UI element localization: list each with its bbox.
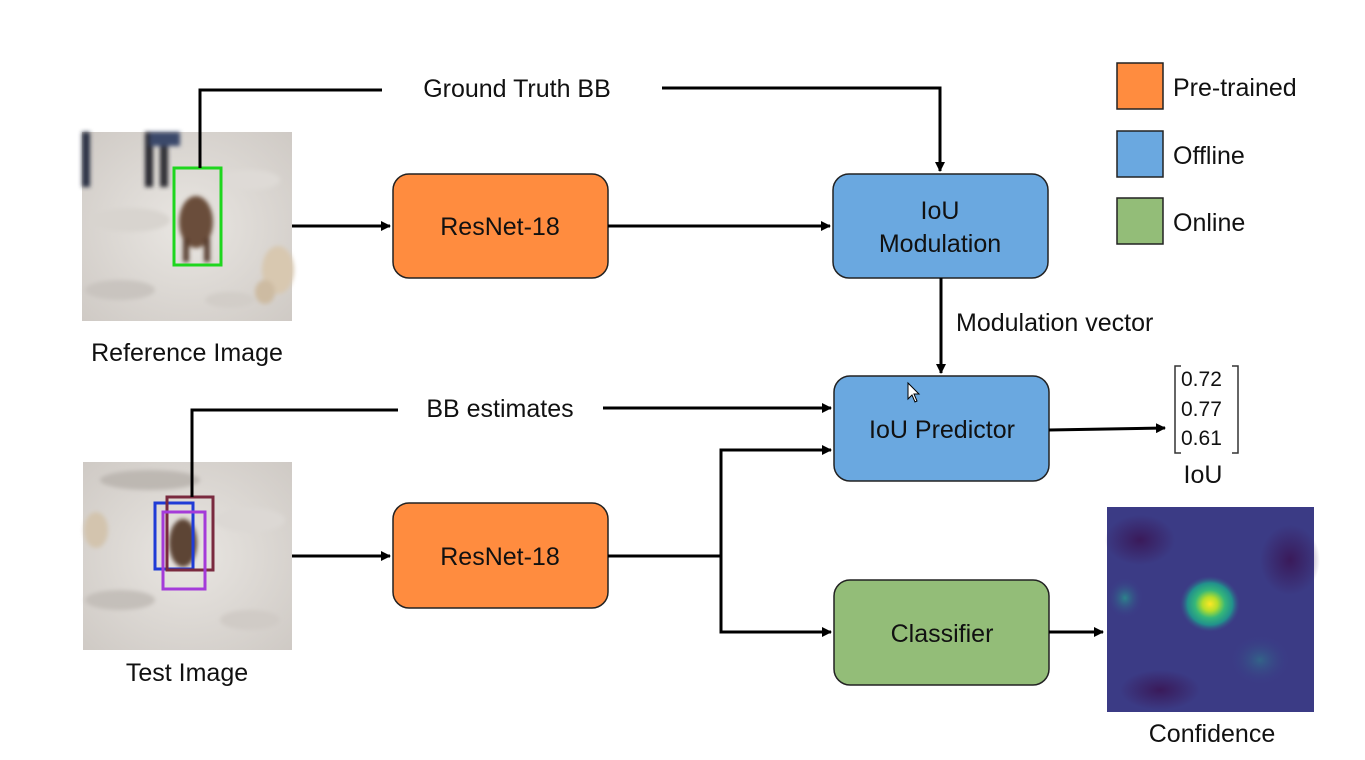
resnet-bottom-node: ResNet-18: [392, 502, 609, 609]
resnet-top-node: ResNet-18: [392, 173, 609, 279]
legend-swatch-offline: [1116, 130, 1164, 178]
edges: [190, 86, 1166, 637]
classifier-label: Classifier: [891, 620, 994, 648]
bb-estimates-line-left: [190, 408, 398, 497]
legend-label-pretrained: Pre-trained: [1173, 74, 1297, 102]
test-image-caption: Test Image: [126, 659, 248, 687]
test-image: [83, 462, 292, 650]
mouse-cursor-icon: [907, 381, 921, 403]
test-image-texture: [84, 470, 285, 630]
classifier-node: Classifier: [833, 579, 1050, 686]
legend-swatch-online: [1116, 197, 1164, 245]
ground-truth-label: Ground Truth BB: [423, 75, 611, 103]
ground-truth-box: [172, 166, 223, 267]
bb-estimate-purple: [161, 510, 207, 591]
reference-image-texture: [82, 132, 294, 308]
legend: Pre-trained Offline Online: [1116, 62, 1297, 245]
iou-caption: IoU: [1184, 461, 1223, 489]
bb-estimate-maroon: [165, 495, 215, 572]
iou-value-1: 0.72: [1181, 368, 1222, 391]
iou-output-vector: 0.72 0.77 0.61: [1174, 365, 1239, 454]
iou-bracket-right: [1232, 365, 1239, 454]
legend-label-offline: Offline: [1173, 142, 1245, 170]
iou-modulation-node: IoU Modulation: [832, 173, 1049, 279]
confidence-caption: Confidence: [1149, 720, 1275, 748]
reference-image: [82, 132, 294, 321]
iou-value-3: 0.61: [1181, 427, 1222, 450]
resnet-bottom-label: ResNet-18: [440, 543, 560, 571]
resnet-top-label: ResNet-18: [440, 213, 560, 241]
iou-modulation-label-line2: Modulation: [879, 230, 1001, 258]
ground-truth-line-left: [198, 88, 382, 168]
iou-bracket-left: [1174, 365, 1181, 454]
arrow-predictor-to-iou: [1048, 423, 1166, 434]
arrow-features-to-classifier: [719, 556, 832, 637]
modulation-vector-label: Modulation vector: [956, 309, 1153, 337]
ground-truth-line-right: [662, 86, 945, 172]
reference-image-caption: Reference Image: [91, 339, 283, 367]
arrow-features-to-predictor: [719, 445, 832, 556]
iou-modulation-label-line1: IoU: [921, 197, 960, 225]
bb-estimates-label: BB estimates: [426, 395, 573, 423]
legend-label-online: Online: [1173, 209, 1245, 237]
iou-value-2: 0.77: [1181, 398, 1222, 421]
legend-swatch-pretrained: [1116, 62, 1164, 110]
confidence-map: [1105, 507, 1320, 712]
iou-predictor-node: IoU Predictor: [833, 375, 1050, 482]
iou-predictor-label: IoU Predictor: [869, 416, 1015, 444]
